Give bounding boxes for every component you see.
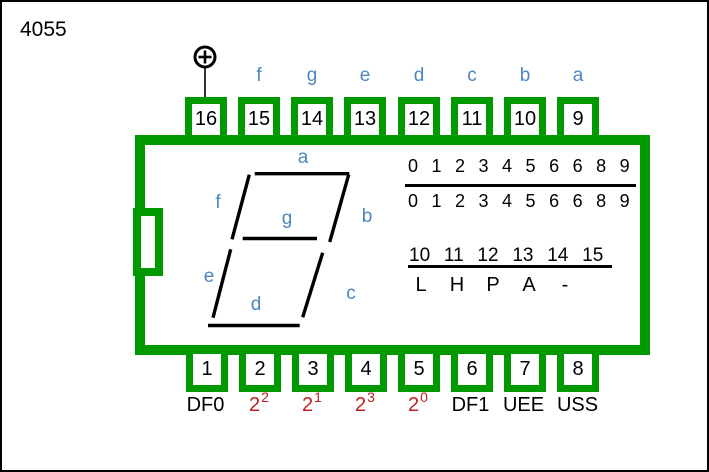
pin-14: 14 bbox=[291, 97, 333, 142]
pin-8: 8 bbox=[557, 347, 599, 392]
pin-14-label: g bbox=[306, 65, 318, 86]
mode-table-input-row: 10 11 12 13 14 15 bbox=[409, 245, 604, 266]
page-title: 4055 bbox=[20, 18, 67, 41]
pin-5: 5 bbox=[398, 347, 440, 392]
pin-12-label: d bbox=[413, 65, 425, 86]
pin-10-label: b bbox=[519, 65, 531, 86]
mode-table-rule bbox=[408, 265, 612, 268]
pin-number: 2 bbox=[254, 358, 266, 380]
mode-output-15 bbox=[583, 274, 619, 297]
segment-label-c: c bbox=[346, 283, 356, 304]
pin-16: 16 bbox=[185, 97, 227, 142]
pin-2-label: 22 bbox=[249, 389, 269, 416]
decode-table-output-row: 0 1 2 3 4 5 6 6 8 9 bbox=[408, 191, 630, 211]
pin-number: 9 bbox=[572, 108, 584, 130]
pin-11-label: c bbox=[467, 65, 477, 86]
pin-2: 2 bbox=[239, 347, 281, 392]
segment-label-f: f bbox=[215, 192, 221, 213]
pin-7-label: UEE bbox=[502, 394, 545, 416]
pin-number: 13 bbox=[353, 108, 377, 130]
pin-number: 6 bbox=[466, 358, 478, 380]
pin-13: 13 bbox=[344, 97, 386, 142]
pin-number: 12 bbox=[407, 108, 431, 130]
pin-number: 15 bbox=[247, 108, 271, 130]
pin-6: 6 bbox=[451, 347, 493, 392]
pin-8-label: USS bbox=[556, 394, 599, 416]
mode-output-10: L bbox=[415, 274, 427, 296]
pin-7: 7 bbox=[504, 347, 546, 392]
mode-output-14: - bbox=[561, 274, 569, 296]
pin-1: 1 bbox=[186, 347, 228, 392]
pin-4: 4 bbox=[345, 347, 387, 392]
phase-marker-icon bbox=[193, 45, 217, 99]
pin-9: 9 bbox=[557, 97, 599, 142]
pin-number: 10 bbox=[513, 108, 537, 130]
decode-table-input-row: 0 1 2 3 4 5 6 6 8 9 bbox=[408, 156, 630, 176]
pin-number: 4 bbox=[360, 358, 372, 380]
segment-label-a: a bbox=[297, 147, 309, 168]
pin-6-label: DF1 bbox=[451, 394, 490, 416]
pin-number: 5 bbox=[413, 358, 425, 380]
pin-number: 8 bbox=[572, 358, 584, 380]
pin-3-label: 21 bbox=[302, 389, 322, 416]
mode-output-12: P bbox=[486, 274, 500, 296]
mode-table-output-row: L H P A - bbox=[403, 274, 619, 297]
mode-output-13: A bbox=[522, 274, 536, 296]
pin-11: 11 bbox=[451, 97, 493, 142]
pin-13-label: e bbox=[359, 65, 371, 86]
pin-number: 3 bbox=[307, 358, 319, 380]
pin-12: 12 bbox=[398, 97, 440, 142]
pin-number: 16 bbox=[194, 108, 218, 130]
pin-15-label: f bbox=[256, 65, 262, 86]
pin-number: 14 bbox=[300, 108, 324, 130]
pin-number: 7 bbox=[519, 358, 531, 380]
pin-10: 10 bbox=[504, 97, 546, 142]
mode-output-11: H bbox=[449, 274, 465, 296]
pin-4-label: 23 bbox=[355, 389, 375, 416]
chip-notch bbox=[133, 208, 163, 276]
pin-15: 15 bbox=[238, 97, 280, 142]
pin-number: 11 bbox=[461, 108, 483, 130]
segment-label-g: g bbox=[281, 208, 293, 229]
decode-table-rule bbox=[405, 184, 636, 187]
segment-label-b: b bbox=[361, 206, 373, 227]
pin-3: 3 bbox=[292, 347, 334, 392]
pin-9-label: a bbox=[572, 65, 584, 86]
segment-label-e: e bbox=[203, 266, 215, 287]
pin-1-label: DF0 bbox=[186, 394, 225, 416]
pin-number: 1 bbox=[201, 358, 213, 380]
segment-label-d: d bbox=[250, 294, 262, 315]
pin-5-label: 20 bbox=[408, 389, 428, 416]
